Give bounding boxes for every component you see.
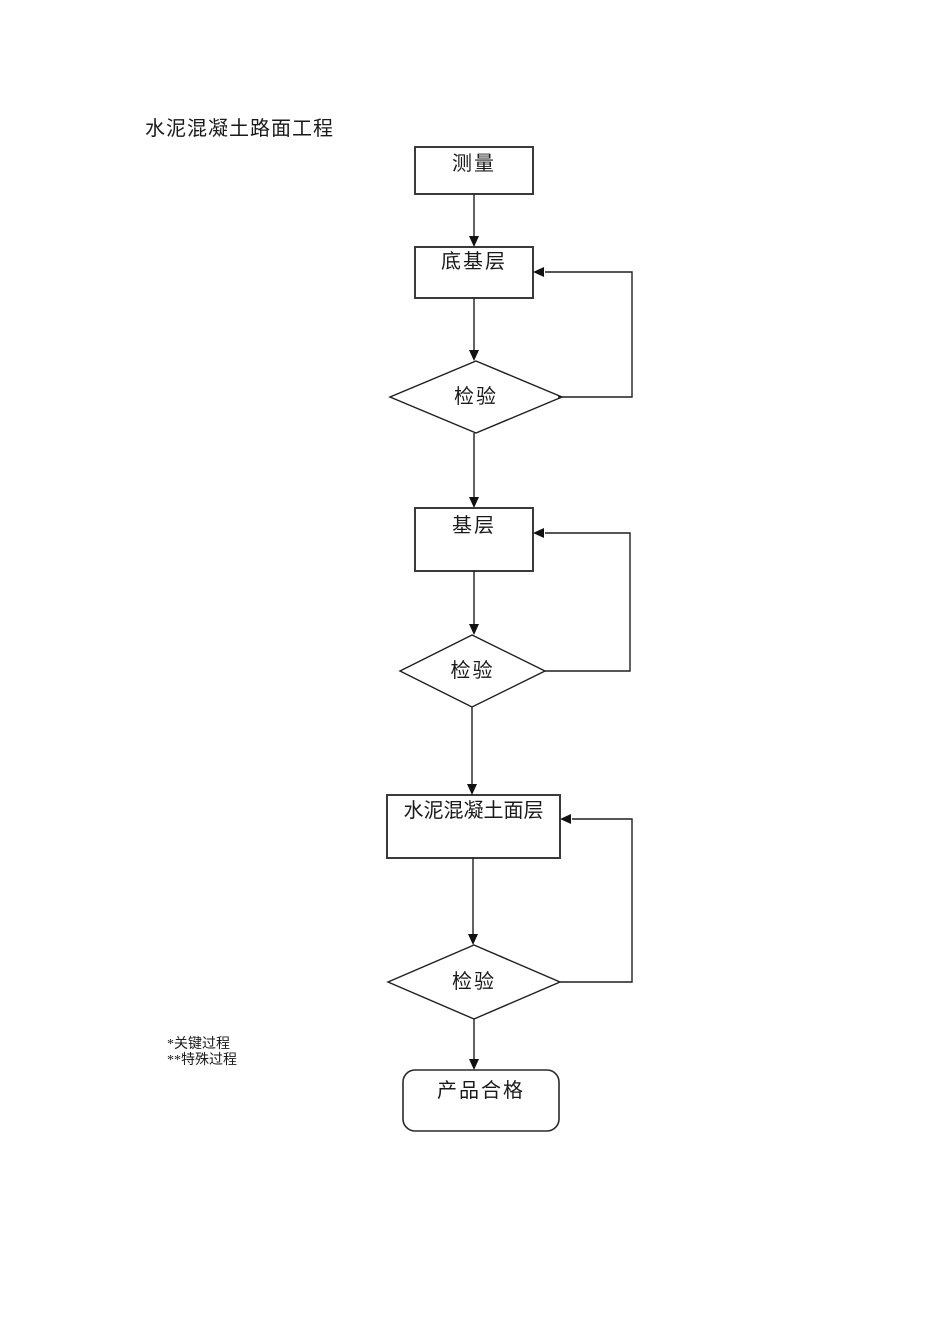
page-title: 水泥混凝土路面工程 xyxy=(145,118,334,140)
loop-inspect-3-to-concrete-surface xyxy=(560,818,633,983)
node-label-concrete-surface: 水泥混凝土面层 xyxy=(403,800,544,822)
legend-special-process: **特殊过程 xyxy=(167,1053,237,1068)
node-label-subbase: 底基层 xyxy=(441,251,507,273)
arrowhead-loop-inspect-3-to-concrete-surface xyxy=(560,814,571,824)
node-label-measure: 测量 xyxy=(452,153,496,175)
legend-key-process: *关键过程 xyxy=(167,1037,230,1052)
node-label-inspect-3: 检验 xyxy=(452,971,496,993)
arrowhead-inspect-1-to-base xyxy=(469,497,479,508)
terminator-box-product-qualified xyxy=(402,1069,560,1132)
arrowhead-concrete-surface-to-inspect-3 xyxy=(468,934,478,945)
node-label-base: 基层 xyxy=(452,515,496,537)
arrowhead-loop-inspect-1-to-subbase xyxy=(533,267,544,277)
decision-diamond-inspect-1 xyxy=(388,360,564,434)
legend: *关键过程 **特殊过程 xyxy=(167,1037,237,1069)
arrowhead-measure-to-subbase xyxy=(469,236,479,247)
arrowhead-inspect-2-to-concrete-surface xyxy=(467,784,477,795)
node-label-product-qualified: 产品合格 xyxy=(437,1080,525,1102)
node-label-inspect-2: 检验 xyxy=(450,660,495,682)
node-label-inspect-1: 检验 xyxy=(454,386,498,408)
loop-inspect-1-to-subbase xyxy=(545,271,633,398)
arrowhead-inspect-3-to-product-qualified xyxy=(469,1059,479,1070)
arrowhead-base-to-inspect-2 xyxy=(469,624,479,635)
arrowhead-loop-inspect-2-to-base xyxy=(533,528,544,538)
arrowhead-subbase-to-inspect-1 xyxy=(469,350,479,361)
loop-inspect-2-to-base xyxy=(545,532,631,672)
